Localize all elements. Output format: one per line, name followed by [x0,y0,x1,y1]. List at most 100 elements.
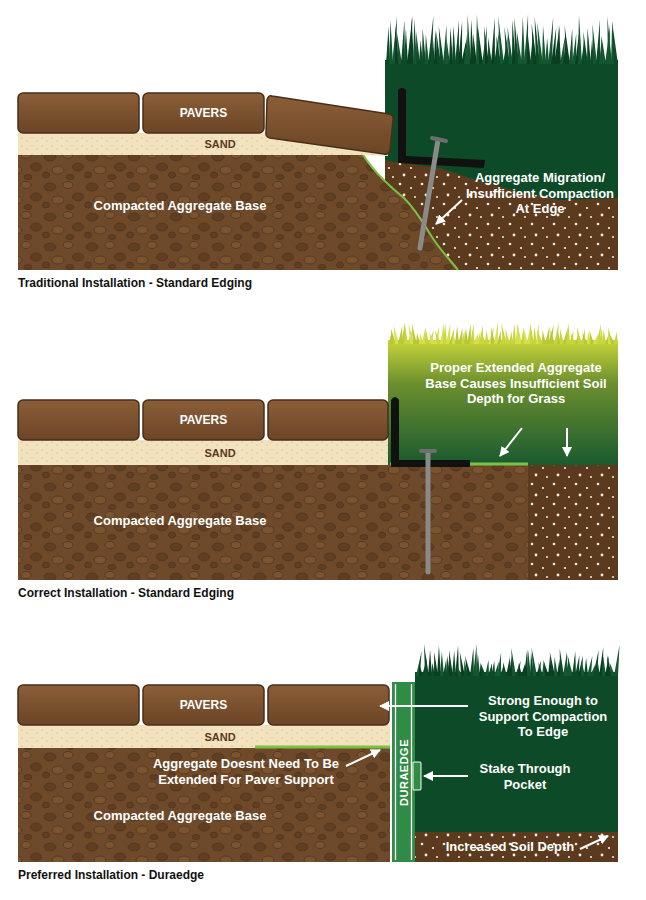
grass-blade [542,25,546,64]
grass-blade [612,23,618,64]
grass-blade [544,662,549,676]
callout-text: Increased Soil Depth [440,839,580,855]
grass-blade [578,15,582,64]
grass-blade [425,327,429,344]
panel-caption: Preferred Installation - Duraedge [18,868,418,882]
grass-blade [537,22,543,64]
grass-blade [428,650,432,676]
grass-blade [485,330,489,344]
layer-label: PAVERS [180,106,228,120]
grass-blade [452,26,456,64]
sand-layer: SAND [140,134,300,154]
grass-blade [542,330,546,344]
grass-blade [491,18,495,64]
grass-blade [458,21,462,64]
grass-blade [527,33,531,64]
paver: PAVERS [143,93,264,133]
grass-blade [563,652,567,676]
panel-caption: Correct Installation - Standard Edging [18,586,418,600]
grass-blade [577,327,582,344]
grass-blade [575,655,579,676]
layer-label: Compacted Aggregate Base [94,513,267,528]
grass-blade [440,652,444,676]
grass-blade [589,330,594,344]
duraedge-strip: DURAEDGE [392,682,415,862]
grass-blade [455,20,459,64]
grass-blade [503,662,507,676]
grass-blade [570,333,576,344]
paver: PAVERS [143,685,264,725]
grass-blade [485,660,489,676]
layer-label: PAVERS [180,413,228,427]
grass-blade [494,322,498,344]
grass-blade [425,34,429,64]
sand-layer: SAND [140,726,300,747]
sand-layer: SAND [140,441,300,464]
grass-blade [497,653,501,676]
grass-blade [397,31,402,64]
grass-blade [439,26,444,64]
grass-blade [592,24,597,64]
grass-blade [488,663,492,676]
grass-blade [550,329,555,344]
grass-blade [465,656,471,676]
grass-blade [584,658,588,676]
grass-blade [446,323,450,344]
grass-blade [393,325,399,344]
layer-label: PAVERS [180,698,228,712]
layer-label: SAND [204,447,235,459]
grass-blade [491,661,495,676]
grass-blade [419,663,423,676]
grass-blade [554,657,558,676]
grass-blade [512,324,516,344]
paver: PAVERS [143,400,264,440]
grass-blade [601,36,606,64]
callout-text: Strong Enough to Support Compaction To E… [470,693,616,740]
grass-blade [389,20,393,64]
callout-text: Aggregate Doesnt Need To Be Extended For… [148,756,344,787]
grass-blade [609,662,615,676]
grass-blade [557,25,561,64]
grass-blade [560,648,564,676]
grass-blade [505,329,510,344]
grass-blade [476,653,480,676]
callout-text: Aggregate Migration/ Insufficient Compac… [462,170,618,217]
grass-blade [532,647,537,676]
layer-label: SAND [204,138,235,150]
grass-blade [429,332,435,344]
grass-blade [443,323,447,344]
grass-blade [614,645,620,676]
grass-blade [404,323,408,344]
callout-text: Proper Extended Aggregate Base Causes In… [418,360,614,407]
grass-blade [404,29,408,64]
grass-blade [566,323,570,344]
grass-blade [587,28,591,64]
grass-blade [478,25,483,64]
panel-traditional [18,14,618,270]
aggregate-base: Compacted Aggregate Base [30,505,330,535]
grass-blade [424,644,429,676]
layer-label: DURAEDGE [398,739,410,806]
grass-blade [565,25,570,64]
grass-blade [517,323,522,344]
grass-blade [521,17,525,64]
grass-blade [560,329,564,344]
grass-blade [412,323,417,344]
grass-blade [602,656,606,676]
layer-label: SAND [204,731,235,743]
panel-caption: Traditional Installation - Standard Edgi… [18,276,418,290]
grass-blade [467,324,471,344]
grass-blade [602,329,606,344]
grass-blade [614,332,618,344]
grass-blade [498,16,504,64]
panel-preferred [18,644,620,862]
layer-label: Compacted Aggregate Base [94,198,267,213]
grass-blade [455,326,459,344]
grass-blade [470,648,474,676]
grass-blade [596,20,600,64]
grass-blade [464,328,468,344]
layer-label: Compacted Aggregate Base [94,808,267,823]
grass-blade [609,333,615,344]
aggregate-base: Compacted Aggregate Base [30,800,330,830]
grass-blade [545,38,549,64]
